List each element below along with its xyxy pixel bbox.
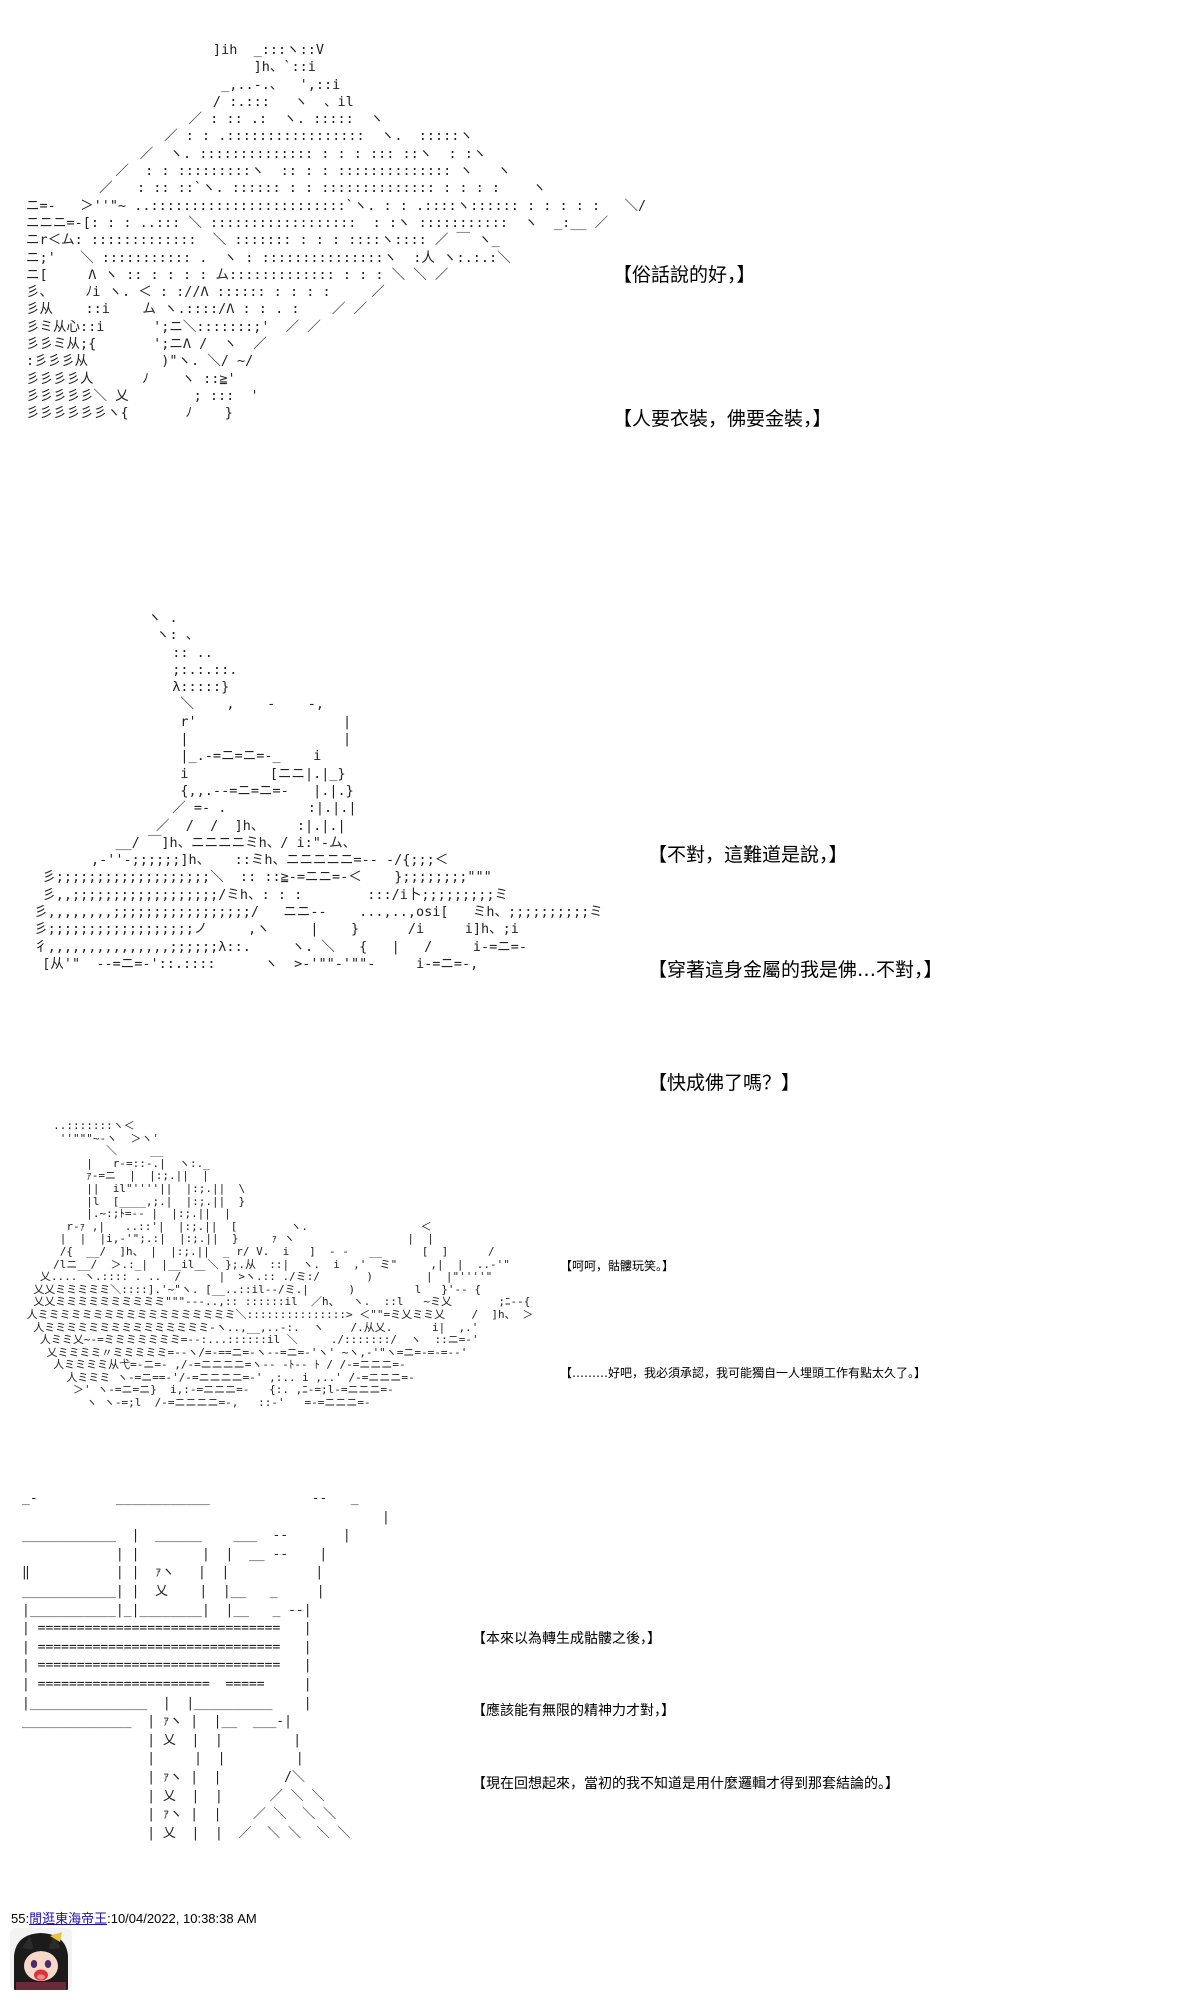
caption-3-1: 【呵呵，骷髏玩笑。】 [560, 1259, 675, 1273]
caption-2-1: 【不對，這難道是說，】 [648, 844, 848, 866]
caption-1-1: 【俗話說的好，】 [613, 264, 756, 286]
aa-panel-4: _- ____________ -- _ | ____________ | __… [0, 1490, 1200, 1890]
aa-panel-3: ..:::::::ヽ＜ ''"""~-ヽ ＞ヽ' ＼ __ | r-=::-.|… [0, 1119, 1200, 1490]
aa-panel-2: ヽ . ヽ: 、 :: .. ;:.:.::. λ:::::} ＼ , - -,… [0, 590, 1200, 1120]
caption-2-2: 【穿著這身金屬的我是佛…不對，】 [648, 959, 943, 981]
ascii-art-ornate-arm: ]ih _:::ヽ::V ]h、`::i _,..-.、 ',::i / :.:… [26, 42, 647, 422]
post-timestamp: :10/04/2022, 10:38:38 AM [107, 1911, 257, 1926]
ascii-art-figure-on-rubble: ..:::::::ヽ＜ ''"""~-ヽ ＞ヽ' ＼ __ | r-=::-.|… [26, 1119, 534, 1410]
post-header: 55:閒逛東海帝王:10/04/2022, 10:38:38 AM [11, 1908, 257, 1927]
caption-4-2: 【應該能有無限的精神力才對，】 [472, 1703, 675, 1719]
post-separator: : [25, 1911, 30, 1926]
caption-2-3: 【快成佛了嗎？】 [648, 1072, 801, 1094]
post-number: 55 [11, 1911, 26, 1926]
aa-panel-1: ]ih _:::ヽ::V ]h、`::i _,..-.、 ',::i / :.:… [0, 0, 1200, 590]
caption-3-2: 【………好吧，我必須承認，我可能獨自一人埋頭工作有點太久了。】 [560, 1366, 927, 1380]
caption-4-1: 【本來以為轉生成骷髏之後，】 [472, 1631, 661, 1647]
anime-girl-avatar-icon[interactable] [10, 1928, 72, 1990]
caption-4-3: 【現在回想起來，當初的我不知道是用什麼邏輯才得到那套結論的。】 [472, 1776, 899, 1792]
ascii-art-desks-and-papers: _- ____________ -- _ | ____________ | __… [22, 1491, 390, 1841]
post-author-link[interactable]: 閒逛東海帝王 [29, 1911, 108, 1926]
ascii-art-armored-figure: ヽ . ヽ: 、 :: .. ;:.:.::. λ:::::} ＼ , - -,… [34, 610, 603, 972]
caption-1-2: 【人要衣裝，佛要金裝，】 [613, 408, 832, 430]
